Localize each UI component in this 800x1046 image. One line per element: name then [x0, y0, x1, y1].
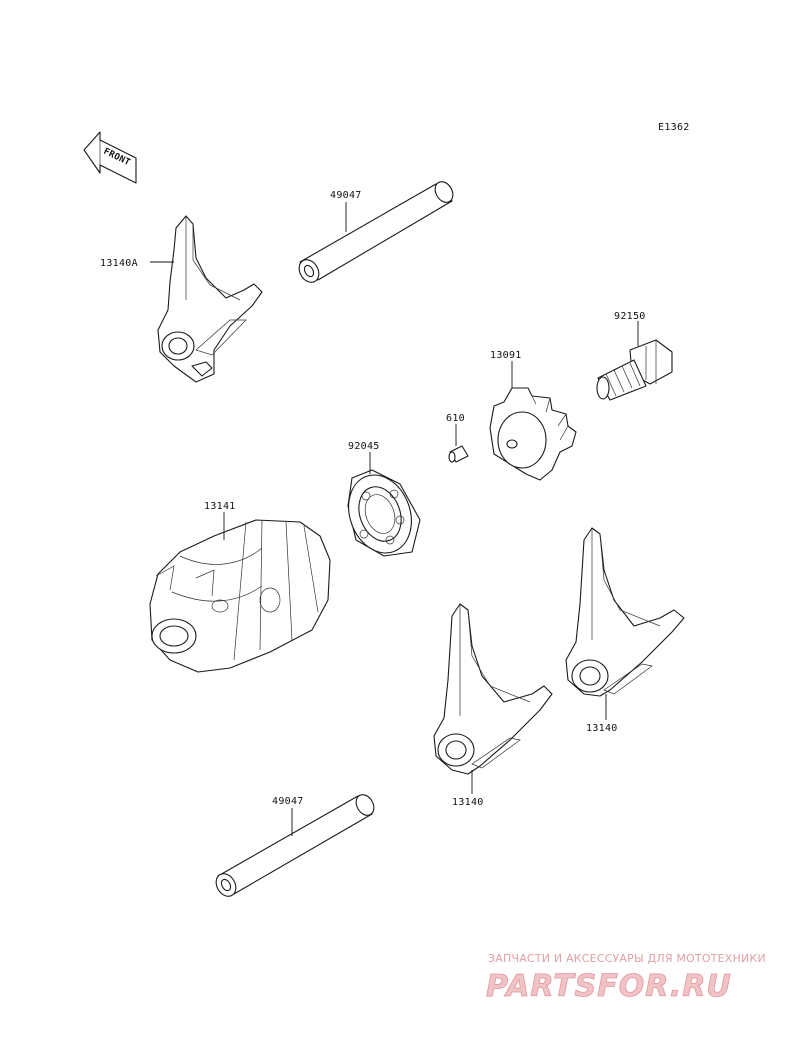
label-610: 610 — [446, 413, 465, 424]
label-13141: 13141 — [204, 501, 236, 512]
watermark-subtitle: ЗАПЧАСТИ И АКСЕССУАРЫ ДЛЯ МОТОТЕХНИКИ — [488, 952, 766, 965]
ball-bearing-92045 — [347, 469, 421, 557]
label-49047-upper: 49047 — [330, 190, 362, 201]
shift-fork-13140-center — [433, 603, 553, 775]
watermark-brand: PARTSFOR.RU — [486, 969, 732, 1004]
label-13140-center: 13140 — [452, 797, 484, 808]
shift-drum-13141 — [149, 519, 331, 673]
front-arrow-icon: FRONT — [83, 131, 137, 184]
label-92045: 92045 — [348, 441, 380, 452]
shift-fork-13140a — [157, 215, 263, 383]
shift-fork-13140-right — [565, 527, 685, 697]
label-13140-right: 13140 — [586, 723, 618, 734]
label-49047-lower: 49047 — [272, 796, 304, 807]
shift-rod-upper — [298, 181, 454, 283]
dowel-pin-610 — [448, 445, 469, 463]
diagram-code: E1362 — [658, 122, 690, 133]
pin-holder-13091 — [489, 387, 577, 481]
label-13091: 13091 — [490, 350, 522, 361]
label-13140a: 13140A — [100, 258, 138, 269]
bolt-92150 — [596, 339, 673, 401]
label-92150: 92150 — [614, 311, 646, 322]
shift-rod-lower — [215, 794, 375, 897]
